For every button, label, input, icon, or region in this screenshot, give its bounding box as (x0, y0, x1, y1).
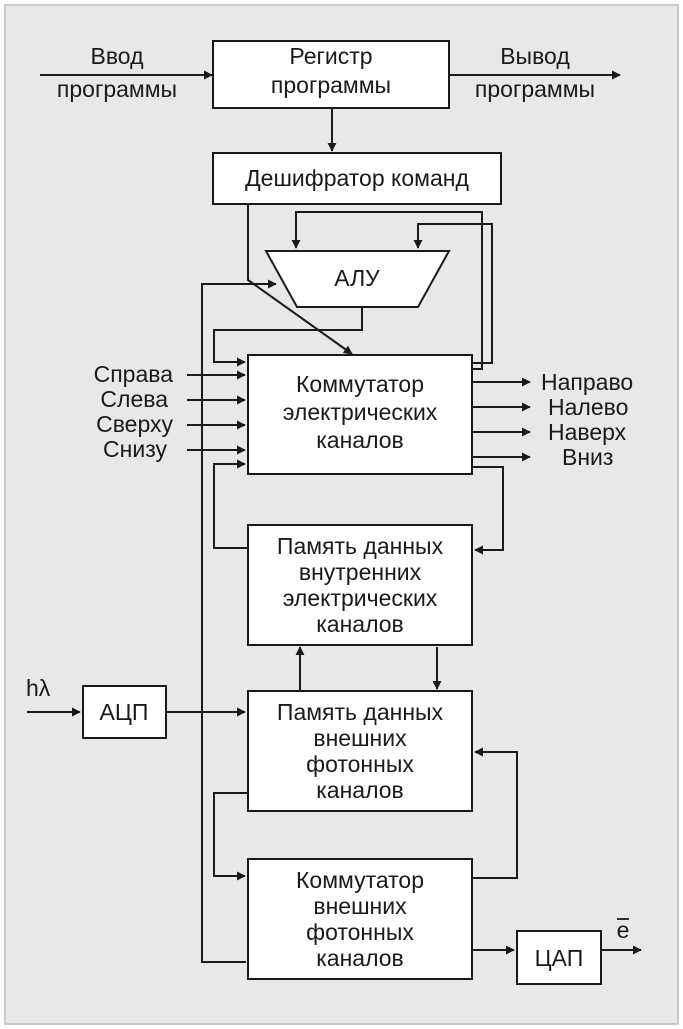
arrow-switch-feedback-left (291, 211, 483, 370)
input-label-bottom: Снизу (103, 436, 167, 462)
program-register-line1: Регистр (289, 43, 372, 69)
external-memory-line2: внешних (313, 725, 407, 751)
electric-switch-line2: электрических (283, 399, 438, 425)
program-register-block: Регистр программы (212, 40, 450, 109)
arrow-alu-to-switch (213, 308, 363, 367)
arrow-external-memory-to-photon-switch (213, 792, 248, 881)
connectors (27, 70, 642, 963)
arrow-internal-memory-to-switch (213, 459, 248, 549)
output-program-line1: Вывод (500, 43, 570, 69)
internal-memory-line2: внутренних (299, 559, 422, 585)
input-label-top: Сверху (96, 411, 173, 437)
input-label-right: Справа (94, 361, 174, 387)
electric-switch-block: Коммутатор электрических каналов (247, 354, 473, 475)
external-memory-block: Память данных внешних фотонных каналов (247, 690, 473, 812)
photon-switch-line4: каналов (316, 945, 404, 971)
output-label-top: Наверх (548, 419, 627, 445)
input-label-left: Слева (100, 386, 168, 412)
internal-memory-line3: электрических (283, 585, 438, 611)
dac-block: ЦАП (516, 930, 602, 985)
command-decoder-block: Дешифратор команд (212, 152, 502, 205)
arrow-bus-to-alu (201, 279, 277, 963)
alu-block: АЛУ (264, 250, 451, 308)
output-e-label: e (617, 917, 630, 943)
alu-label: АЛУ (334, 265, 380, 291)
arrow-switch-to-internal-memory (472, 466, 504, 555)
arrow-switch-feedback-right (413, 223, 493, 364)
command-decoder-label: Дешифратор команд (245, 165, 469, 191)
output-label-bottom: Вниз (562, 444, 613, 470)
arrow-photon-switch-to-external-memory (472, 747, 518, 879)
external-memory-line3: фотонных (306, 751, 414, 777)
photon-switch-line2: внешних (313, 893, 407, 919)
photon-switch-line1: Коммутатор (296, 867, 424, 893)
dac-label: ЦАП (535, 945, 584, 971)
input-program-line1: Ввод (90, 43, 144, 69)
output-program-line2: программы (475, 76, 595, 102)
program-register-line2: программы (271, 72, 391, 98)
light-input-label: hλ (26, 675, 51, 701)
external-memory-line4: каналов (316, 777, 404, 803)
input-program-line2: программы (57, 76, 177, 102)
internal-memory-line1: Память данных (277, 533, 444, 559)
electric-switch-line1: Коммутатор (296, 371, 424, 397)
adc-block: АЦП (82, 685, 167, 739)
photon-switch-block: Коммутатор внешних фотонных каналов (247, 858, 473, 980)
output-label-right: Направо (541, 369, 633, 395)
output-label-left: Налево (548, 394, 628, 420)
photon-switch-line3: фотонных (306, 919, 414, 945)
internal-memory-block: Память данных внутренних электрических к… (247, 524, 473, 646)
adc-label: АЦП (100, 699, 149, 725)
electric-switch-line3: каналов (316, 427, 404, 453)
internal-memory-line4: каналов (316, 611, 404, 637)
external-memory-line1: Память данных (277, 699, 444, 725)
